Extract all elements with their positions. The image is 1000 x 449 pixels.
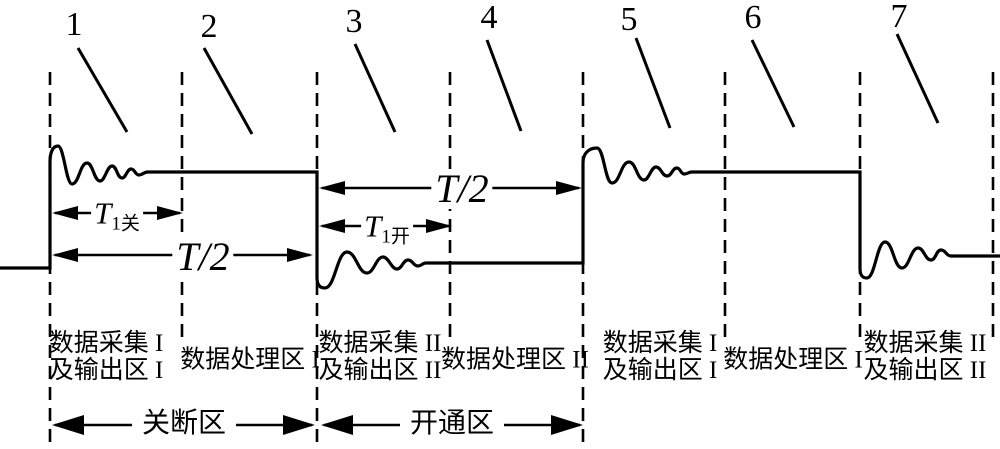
region-label-3: 数据采集 II 及输出区 II — [319, 330, 442, 384]
leader-line-2 — [202, 47, 254, 135]
arrowhead-left — [319, 219, 345, 233]
arrowhead-left — [321, 415, 353, 435]
arrowhead-right — [551, 415, 583, 435]
region-label-2: 数据处理区 I — [180, 347, 320, 374]
arrowhead-right — [556, 181, 582, 195]
region-label-1-line-2: 及输出区 I — [48, 357, 164, 384]
region-label-6: 数据处理区 I — [723, 347, 863, 374]
callout-leader-lines — [76, 33, 940, 135]
leader-line-4 — [485, 39, 523, 132]
arrowhead-left — [52, 248, 78, 262]
callout-number-7: 7 — [890, 0, 908, 35]
callout-number-5: 5 — [620, 1, 638, 38]
arrowhead-left — [52, 415, 84, 435]
arrowhead-right — [157, 206, 183, 220]
region-label-5-line-2: 及输出区 I — [602, 357, 718, 384]
region-label-4: 数据处理区 II — [441, 347, 589, 374]
off-zone-label: 关断区 — [131, 410, 237, 438]
arrowhead-right — [287, 248, 313, 262]
region-label-4-line-1: 数据处理区 II — [441, 346, 589, 374]
region-label-5-line-1: 数据采集 I — [602, 330, 718, 357]
callout-number-1: 1 — [65, 6, 83, 43]
callout-number-4: 4 — [480, 0, 498, 36]
leader-line-7 — [895, 33, 940, 124]
arrowhead-left — [52, 206, 78, 220]
region-label-3-line-2: 及输出区 II — [318, 357, 442, 384]
leader-line-3 — [353, 43, 397, 133]
t1-on-symbol: T — [364, 208, 382, 244]
t1-off-label: T1关 — [91, 195, 143, 234]
callout-number-3: 3 — [345, 3, 363, 40]
region-label-1: 数据采集 I 及输出区 I — [49, 330, 164, 384]
callout-number-6: 6 — [744, 0, 762, 36]
arrowhead-right — [426, 219, 452, 233]
region-label-1-line-1: 数据采集 I — [48, 330, 164, 357]
region-label-3-line-1: 数据采集 II — [318, 330, 442, 357]
leader-line-1 — [76, 47, 129, 133]
arrowhead-right — [283, 415, 315, 435]
region-label-2-line-1: 数据处理区 I — [180, 346, 320, 374]
t1-on-label: T1开 — [361, 208, 413, 247]
t1-off-subscript: 1关 — [111, 213, 140, 235]
region-label-7-line-1: 数据采集 II — [863, 330, 987, 357]
region-boundary-lines — [48, 72, 995, 446]
callout-number-2: 2 — [200, 8, 218, 45]
gate-voltage-waveform — [0, 144, 1000, 290]
region-label-7: 数据采集 II 及输出区 II — [864, 330, 987, 384]
region-label-5: 数据采集 I 及输出区 I — [603, 330, 718, 384]
t1-on-subscript: 1开 — [381, 226, 410, 248]
region-label-6-line-1: 数据处理区 I — [723, 346, 863, 374]
t-half-bottom-label: T/2 — [172, 237, 234, 277]
t-half-top-label: T/2 — [431, 169, 493, 209]
t1-off-symbol: T — [94, 195, 112, 231]
region-label-7-line-2: 及输出区 II — [863, 357, 987, 384]
leader-line-5 — [634, 37, 672, 129]
on-zone-label: 开通区 — [399, 410, 505, 438]
leader-line-6 — [750, 39, 796, 128]
arrowhead-left — [319, 181, 345, 195]
